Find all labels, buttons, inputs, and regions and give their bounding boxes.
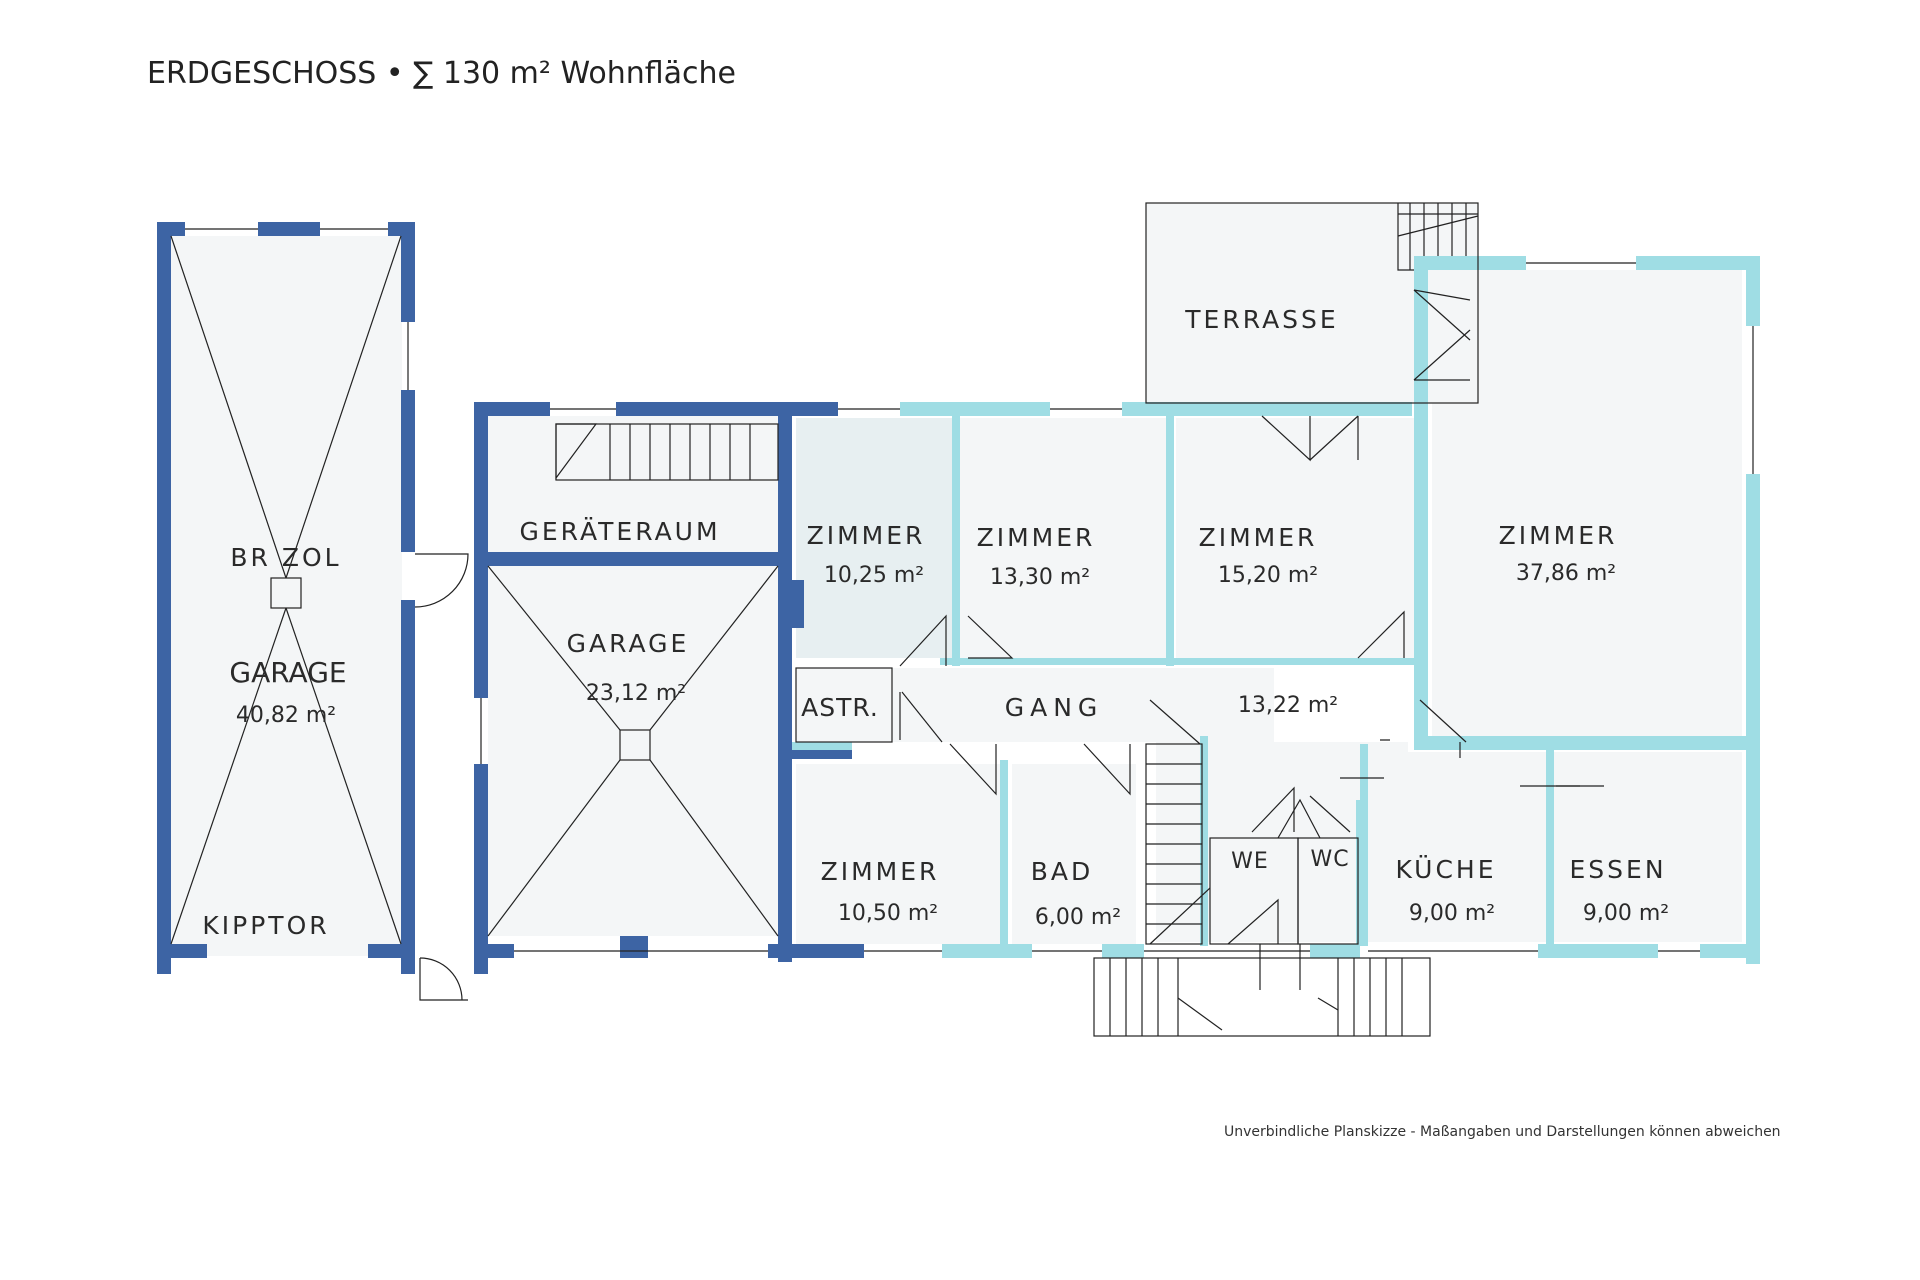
wc-label: WC — [1310, 847, 1349, 872]
kueche-label: KÜCHE — [1395, 855, 1496, 884]
zimmer5-area: 10,50 m² — [838, 901, 938, 926]
zimmer5-label: ZIMMER — [821, 857, 940, 886]
zimmer4-label: ZIMMER — [1499, 521, 1618, 550]
garage-large-label: GARAGE — [229, 656, 346, 689]
zimmer3-area: 15,20 m² — [1218, 563, 1318, 588]
zimmer2-label: ZIMMER — [977, 523, 1096, 552]
room-labels: BR ZOL GARAGE 40,82 m² KIPPTOR GERÄTERAU… — [202, 305, 1669, 940]
garage-large-sub-label: BR ZOL — [230, 543, 341, 572]
terrasse-label: TERRASSE — [1184, 305, 1338, 334]
zimmer4-area: 37,86 m² — [1516, 561, 1616, 586]
garage-small-label: GARAGE — [567, 629, 690, 658]
gang-area: 13,22 m² — [1238, 693, 1338, 718]
kipptor-label: KIPPTOR — [202, 911, 329, 940]
geraeteraum-label: GERÄTERAUM — [519, 517, 720, 546]
zimmer3-label: ZIMMER — [1199, 523, 1318, 552]
page-title: ERDGESCHOSS • ∑ 130 m² Wohnfläche — [147, 56, 736, 91]
zimmer1-label: ZIMMER — [807, 521, 926, 550]
light-walls — [792, 256, 1760, 964]
astr-label: ASTR. — [801, 693, 879, 722]
outlines — [170, 202, 1754, 1037]
garage-small-area: 23,12 m² — [586, 681, 686, 706]
essen-area: 9,00 m² — [1583, 901, 1669, 926]
zimmer2-area: 13,30 m² — [990, 565, 1090, 590]
bad-area: 6,00 m² — [1035, 905, 1121, 930]
disclaimer-text: Unverbindliche Planskizze - Maßangaben u… — [1224, 1124, 1781, 1140]
garage-large-area: 40,82 m² — [236, 703, 336, 728]
we-label: WE — [1231, 849, 1269, 874]
dark-walls — [157, 222, 864, 974]
kueche-area: 9,00 m² — [1409, 901, 1495, 926]
zimmer1-area: 10,25 m² — [824, 563, 924, 588]
gang-label: GANG — [1005, 693, 1104, 722]
bad-label: BAD — [1031, 857, 1094, 886]
essen-label: ESSEN — [1569, 855, 1666, 884]
